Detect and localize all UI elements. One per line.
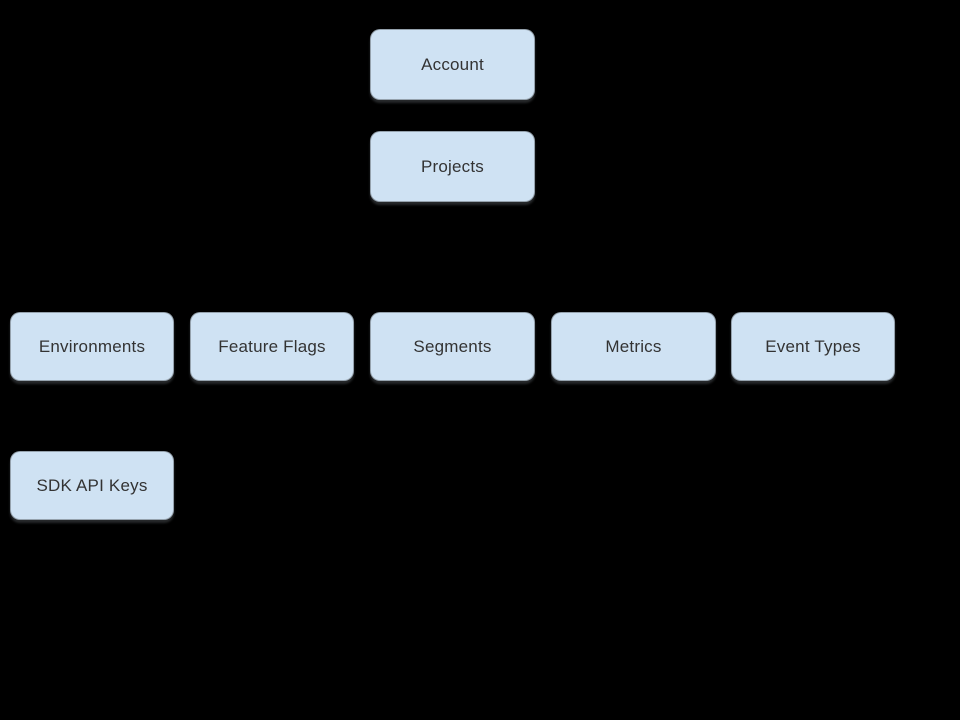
node-projects: Projects [370,131,535,202]
node-environments: Environments [10,312,174,381]
node-event-types: Event Types [731,312,895,381]
node-account: Account [370,29,535,100]
node-metrics: Metrics [551,312,716,381]
node-feature-flags: Feature Flags [190,312,354,381]
node-segments: Segments [370,312,535,381]
node-sdk-api-keys: SDK API Keys [10,451,174,520]
